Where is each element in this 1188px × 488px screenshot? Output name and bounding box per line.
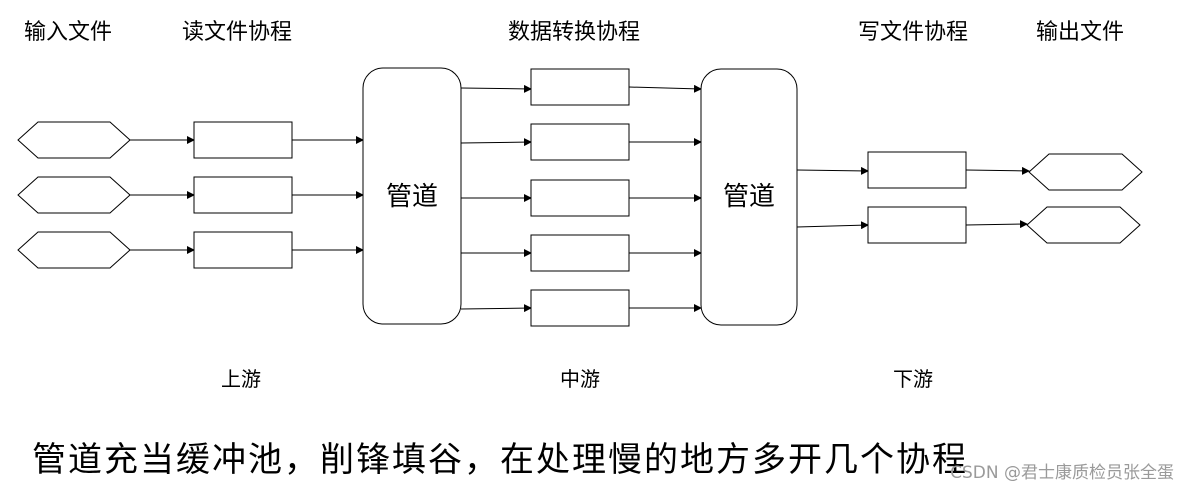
convert-coroutine-4: [530, 234, 630, 272]
label-upstream: 上游: [221, 367, 261, 391]
output-file-1: [1028, 153, 1143, 191]
arrow-convert-1-pipe: [628, 84, 702, 93]
output-file-2: [1026, 206, 1141, 244]
arrow-write-2-output: [965, 220, 1028, 229]
pipe-2: [700, 68, 798, 326]
read-coroutine-3: [193, 231, 293, 269]
arrow-pipe-convert-2: [460, 138, 532, 147]
convert-coroutine-1: [530, 68, 630, 106]
input-file-1: [17, 121, 131, 159]
convert-coroutine-2: [530, 123, 630, 161]
convert-coroutine-5: [530, 289, 630, 327]
header-read-coroutine: 读文件协程: [182, 20, 293, 45]
caption: 管道充当缓冲池，削锋填谷，在处理慢的地方多开几个协程: [32, 440, 968, 480]
read-coroutine-2: [193, 176, 293, 214]
arrow-write-1-output: [965, 166, 1030, 175]
watermark: CSDN @君士康质检员张全蛋: [950, 463, 1174, 483]
pipe-1: [362, 67, 462, 325]
arrow-pipe-convert-5: [460, 304, 532, 313]
write-coroutine-2: [867, 206, 967, 244]
header-write-coroutine: 写文件协程: [858, 20, 969, 45]
write-coroutine-1: [867, 151, 967, 189]
header-input-files: 输入文件: [24, 20, 113, 45]
header-convert-coroutine: 数据转换协程: [508, 20, 641, 45]
convert-coroutine-3: [530, 179, 630, 217]
arrow-pipe-convert-1: [460, 84, 532, 93]
input-file-2: [17, 176, 131, 214]
read-coroutine-1: [193, 121, 293, 159]
pipe-1-label: 管道: [386, 182, 438, 212]
header-output-files: 输出文件: [1036, 20, 1125, 45]
label-downstream: 下游: [893, 367, 933, 391]
arrow-pipe-write-2: [796, 221, 869, 230]
input-file-3: [17, 231, 131, 269]
arrow-pipe-write-1: [796, 166, 869, 175]
pipe-2-label: 管道: [723, 182, 775, 212]
label-midstream: 中游: [560, 367, 600, 391]
